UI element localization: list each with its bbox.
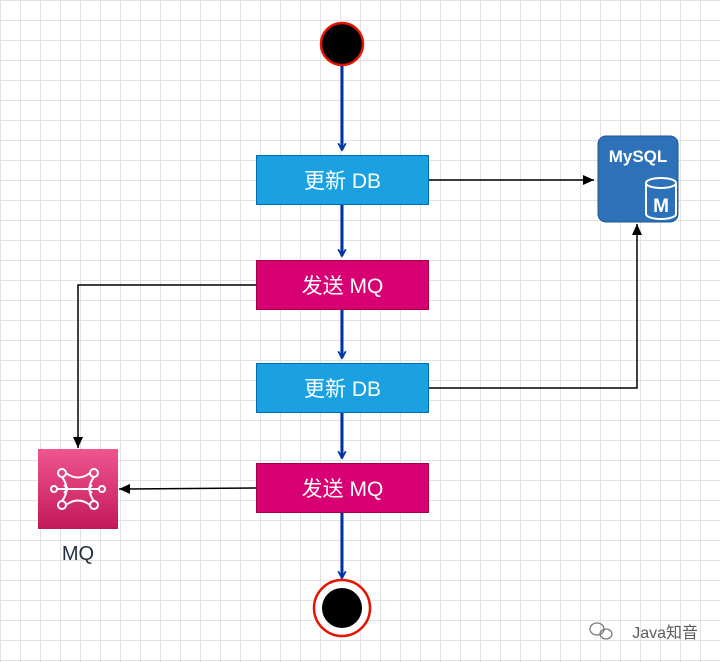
message-broker-icon <box>50 468 106 510</box>
update-db-node: 更新 DB <box>256 155 429 205</box>
update-db-node-2: 更新 DB <box>256 363 429 413</box>
send-mq-node: 发送 MQ <box>256 260 429 310</box>
wechat-icon <box>589 622 613 640</box>
connector-send-mq-to-mq <box>73 284 256 448</box>
database-cylinder-icon: M <box>645 177 677 220</box>
update-db-label-2: 更新 DB <box>303 378 381 401</box>
connector-send-mq-2-to-mq <box>118 483 257 494</box>
send-mq-label-2: 发送 MQ <box>301 478 384 501</box>
send-mq-node-2: 发送 MQ <box>256 463 429 513</box>
mysql-icon-letter: M <box>653 196 669 217</box>
mysql-icon: MySQL M <box>597 135 679 223</box>
watermark-text: Java知音 <box>632 625 698 642</box>
mq-icon <box>38 449 118 529</box>
mq-caption: MQ <box>61 543 95 565</box>
mysql-icon-title: MySQL <box>609 147 668 166</box>
update-db-label: 更新 DB <box>303 170 381 193</box>
end-node-core <box>322 588 362 628</box>
connector-update-db-2-to-mysql <box>429 224 642 389</box>
watermark: Java知音 <box>632 619 698 643</box>
send-mq-label: 发送 MQ <box>301 275 384 298</box>
start-node <box>319 21 365 67</box>
